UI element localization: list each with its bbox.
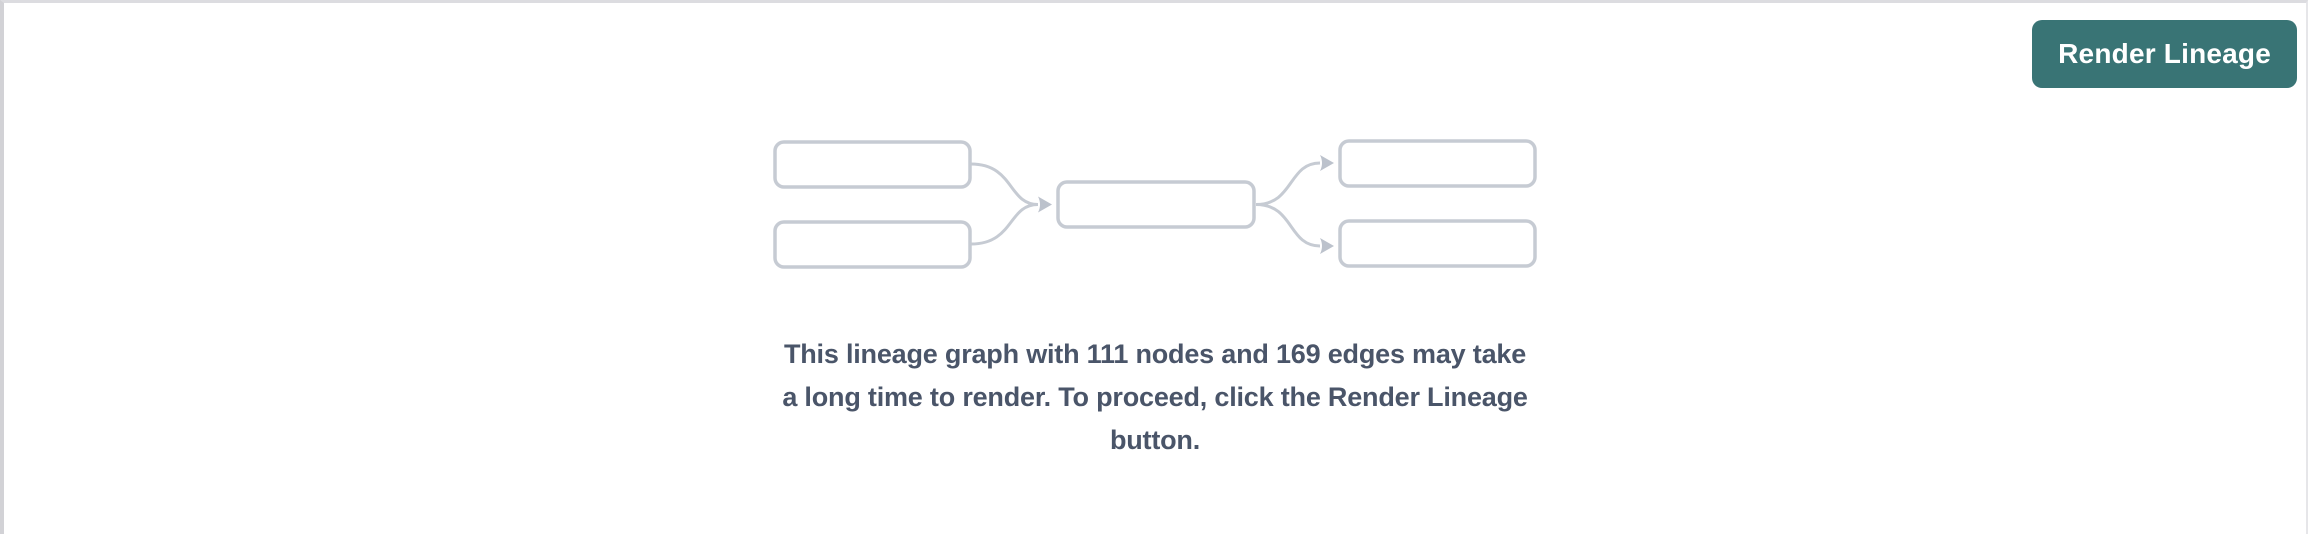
render-lineage-button[interactable]: Render Lineage xyxy=(2032,20,2297,88)
placeholder-node-right-top xyxy=(1338,139,1537,188)
lineage-empty-state: This lineage graph with 111 nodes and 16… xyxy=(4,3,2306,462)
placeholder-node-right-bottom xyxy=(1338,219,1537,268)
message-line-1: This lineage graph with 111 nodes and 16… xyxy=(783,339,1527,369)
edge-center-to-right-bottom xyxy=(1255,203,1321,248)
placeholder-node-left-bottom xyxy=(773,220,972,269)
message-line-2: a long time to render. To proceed, click… xyxy=(782,382,1528,412)
mini-dag-placeholder-icon xyxy=(773,139,1537,269)
lineage-warning-message: This lineage graph with 111 nodes and 16… xyxy=(782,333,1528,462)
edge-center-to-right-top xyxy=(1255,161,1321,206)
arrowhead-into-right-bottom xyxy=(1320,238,1334,254)
placeholder-node-left-top xyxy=(773,140,972,189)
placeholder-node-center xyxy=(1056,180,1256,229)
message-line-3: button. xyxy=(1109,425,1201,455)
arrowhead-into-center xyxy=(1038,196,1052,213)
edge-left-top-to-center xyxy=(970,162,1039,206)
arrowhead-into-right-top xyxy=(1320,155,1334,171)
edge-left-bottom-to-center xyxy=(970,203,1039,246)
